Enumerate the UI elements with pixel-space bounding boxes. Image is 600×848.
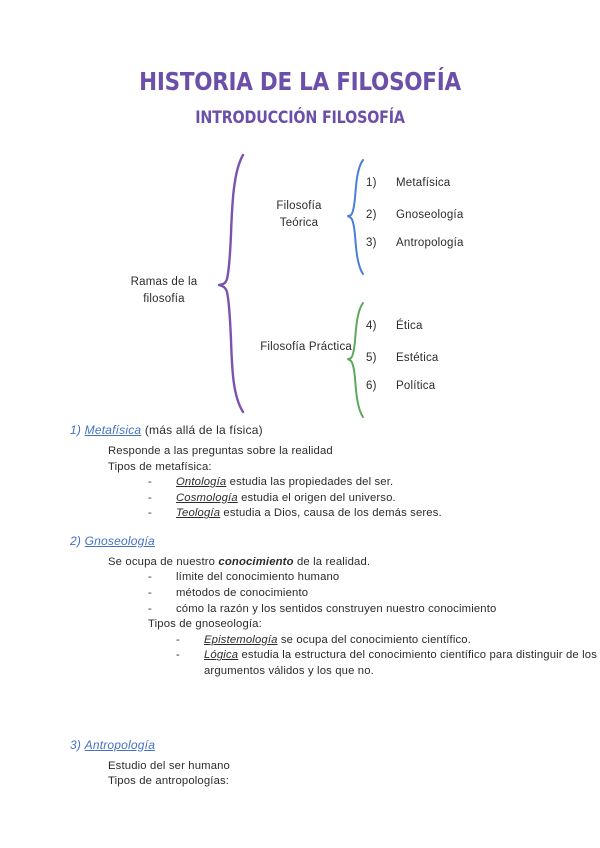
dash-list: - Ontología estudia las propiedades del s…	[108, 475, 600, 522]
list-item: - Epistemología se ocupa del conocimiento…	[176, 633, 600, 649]
brace-blue-theoretical	[347, 159, 364, 275]
diagram-item-etica: 4) Ética	[366, 320, 423, 332]
document-body: 1) Metafísica (más allá de la física) Re…	[0, 423, 600, 790]
list-item-text: estudia a Dios, causa de los demás seres…	[220, 507, 442, 520]
diagram-item-politica: 6) Política	[366, 380, 435, 392]
diagram-item-estetica: 5) Estética	[366, 352, 439, 364]
dash-marker: -	[176, 649, 180, 662]
section-gnoseologia: 2) Gnoseología Se ocupa de nuestro conoc…	[0, 534, 600, 680]
list-item-text: métodos de conocimiento	[176, 587, 309, 600]
section-term: Gnoseología	[84, 533, 155, 548]
section-intro: Responde a las preguntas sobre la realid…	[108, 445, 333, 457]
list-item-text: estudia la estructura del conocimiento c…	[204, 649, 598, 677]
list-item-term: Ontología	[176, 476, 227, 489]
section-number: 2)	[70, 533, 82, 548]
section-body: Estudio del ser humano Tipos de antropol…	[0, 759, 600, 790]
list-item-text: cómo la razón y los sentidos construyen …	[176, 602, 497, 615]
dash-marker: -	[148, 476, 152, 489]
diagram-item-text: Estética	[396, 352, 439, 364]
diagram-branch-label-practical: Filosofía Práctica	[260, 341, 352, 353]
diagram-item-number: 6)	[366, 380, 377, 392]
diagram-item-metafisica: 1) Metafísica	[366, 177, 450, 189]
section-heading: 2) Gnoseología	[0, 534, 600, 548]
section-intro: Estudio del ser humano	[108, 759, 230, 772]
dash-marker: -	[176, 633, 180, 646]
diagram-item-number: 2)	[366, 209, 377, 221]
section-types-label: Tipos de metafísica:	[108, 460, 212, 473]
list-item: - límite del conocimiento humano	[148, 570, 600, 586]
diagram-item-text: Política	[396, 380, 436, 392]
section-heading: 3) Antropología	[0, 738, 600, 752]
diagram-item-text: Ética	[396, 320, 423, 332]
list-item: - Ontología estudia las propiedades del s…	[148, 475, 600, 491]
dash-list: - límite del conocimiento humano - métodos…	[108, 570, 600, 617]
diagram-item-number: 1)	[366, 177, 377, 189]
diagram-item-text: Metafísica	[396, 177, 451, 189]
page-subtitle: INTRODUCCIÓN FILOSOFÍA	[195, 107, 405, 128]
diagram-root-label: Ramas de la filosofía	[130, 276, 198, 305]
list-item: - cómo la razón y los sentidos construyen…	[148, 602, 600, 618]
diagram-item-antropologia: 3) Antropología	[366, 237, 464, 249]
section-types-label: Tipos de gnoseología:	[148, 618, 262, 631]
diagram-branch-label-theoretical: Filosofía Teórica	[276, 200, 322, 229]
diagram-item-text: Antropología	[396, 237, 464, 249]
dash-marker: -	[148, 602, 152, 615]
dash-marker: -	[148, 491, 152, 504]
brace-purple-main	[217, 153, 245, 414]
diagram-braces	[217, 153, 364, 418]
section-suffix: (más allá de la física)	[141, 423, 263, 437]
dash-marker: -	[148, 507, 152, 520]
section-body: Responde a las preguntas sobre la realid…	[0, 444, 600, 522]
section-metafisica: 1) Metafísica (más allá de la física) Re…	[0, 423, 600, 522]
list-item-text: estudia el origen del universo.	[237, 491, 396, 504]
section-body: Se ocupa de nuestro conocimiento de la r…	[0, 555, 600, 680]
list-item-term: Epistemología	[204, 633, 278, 646]
section-intro: Se ocupa de nuestro conocimiento de la r…	[108, 555, 600, 571]
list-item-term: Lógica	[204, 649, 239, 662]
section-term: Antropología	[84, 737, 156, 752]
dash-sublist: - Epistemología se ocupa del conocimiento…	[108, 633, 600, 680]
section-number: 3)	[70, 737, 82, 752]
intro-emphasis: conocimiento	[218, 555, 294, 568]
section-number: 1)	[70, 423, 82, 437]
diagram-item-text: Gnoseología	[396, 209, 464, 221]
list-item-term: Teología	[176, 507, 221, 520]
list-item-term: Cosmología	[176, 491, 238, 504]
section-term: Metafísica	[84, 423, 142, 437]
list-item: - Cosmología estudia el origen del univer…	[148, 491, 600, 507]
diagram-item-number: 5)	[366, 352, 377, 364]
diagram-item-number: 4)	[366, 320, 377, 332]
list-item: - Lógica estudia la estructura del conoci…	[176, 648, 600, 679]
list-item-text: se ocupa del conocimiento científico.	[277, 633, 472, 646]
dash-marker: -	[148, 571, 152, 584]
list-item: - Teología estudia a Dios, causa de los d…	[148, 506, 600, 522]
intro-pre: Se ocupa de nuestro	[108, 555, 219, 568]
list-item-text: límite del conocimiento humano	[176, 571, 340, 584]
branches-diagram: Ramas de la filosofía Filosofía Teórica …	[0, 148, 600, 423]
dash-marker: -	[148, 587, 152, 600]
brace-green-practical	[347, 302, 364, 418]
section-antropologia: 3) Antropología Estudio del ser humano T…	[0, 738, 600, 790]
section-heading: 1) Metafísica (más allá de la física)	[0, 423, 600, 437]
list-item: - métodos de conocimiento	[148, 586, 600, 602]
page-title: HISTORIA DE LA FILOSOFÍA	[139, 67, 461, 96]
diagram-item-gnoseologia: 2) Gnoseología	[366, 209, 463, 221]
intro-post: de la realidad.	[293, 555, 371, 568]
diagram-item-number: 3)	[366, 237, 377, 249]
list-item-text: estudia las propiedades del ser.	[226, 476, 394, 489]
title-block: HISTORIA DE LA FILOSOFÍA INTRODUCCIÓN FI…	[0, 67, 600, 128]
section-types-label: Tipos de antropologías:	[108, 775, 230, 788]
